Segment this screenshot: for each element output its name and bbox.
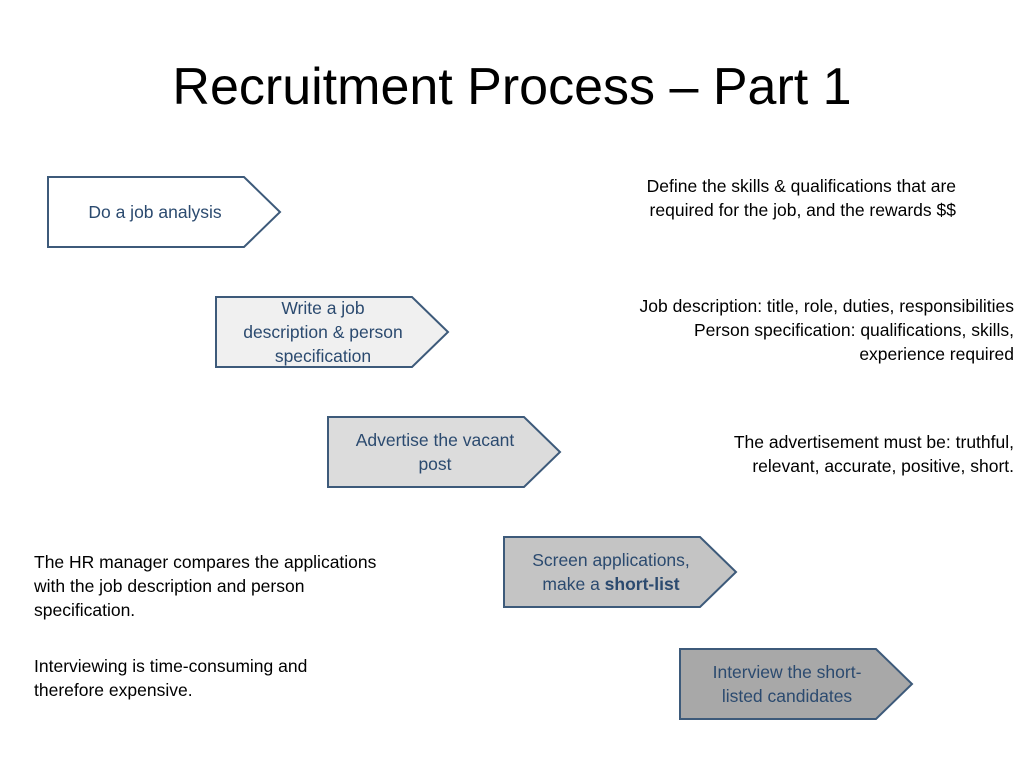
chevron-shape	[327, 416, 562, 488]
note-interviewing-cost: Interviewing is time-consuming and there…	[34, 656, 308, 700]
note-job-description: Job description: title, role, duties, re…	[639, 296, 1015, 364]
step-write-job-description: Write a job description & person specifi…	[215, 296, 450, 368]
step-label: Advertise the vacant post	[355, 430, 515, 474]
note-job-analysis: Define the skills & qualifications that …	[646, 176, 956, 220]
step-label: Do a job analysis	[88, 202, 222, 222]
step-advertise-post: Advertise the vacant post	[327, 416, 562, 488]
chevron-shape	[215, 296, 450, 368]
slide-title: Recruitment Process – Part 1	[172, 58, 852, 116]
step-label: Write a job description & person specifi…	[243, 298, 403, 366]
short-list-emphasis: short-list	[604, 574, 680, 594]
chevron-shape	[503, 536, 738, 608]
note-hr-manager: The HR manager compares the applications…	[34, 552, 377, 620]
step-interview-candidates: Interview the short- listed candidates	[679, 648, 914, 720]
note-advertisement: The advertisement must be: truthful, rel…	[733, 432, 1014, 476]
step-do-job-analysis: Do a job analysis	[47, 176, 282, 248]
chevron-shape	[47, 176, 282, 248]
step-label: Interview the short- listed candidates	[712, 662, 862, 706]
step-label: Screen applications, make a short-list	[532, 550, 690, 594]
step-screen-applications: Screen applications, make a short-list	[503, 536, 738, 608]
chevron-shape	[679, 648, 914, 720]
